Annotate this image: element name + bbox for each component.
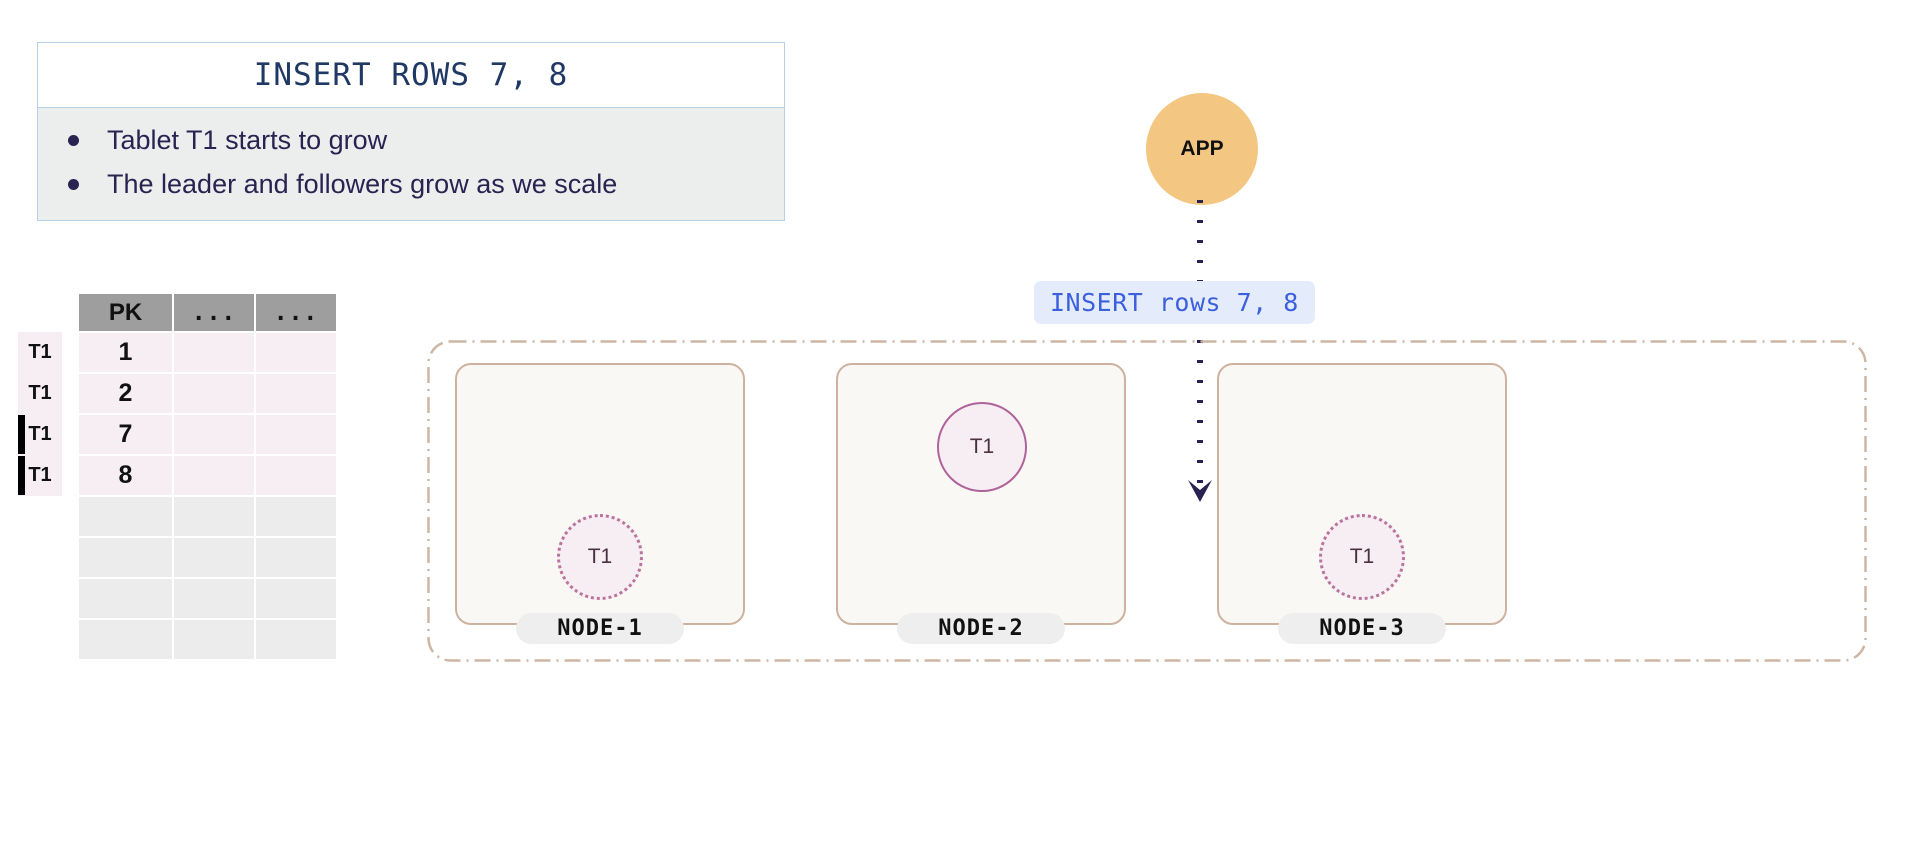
new-row-marker-icon xyxy=(18,456,25,495)
callout-body: Tablet T1 starts to grow The leader and … xyxy=(38,107,784,220)
row-tablet-tag: T1 xyxy=(18,455,62,496)
cluster-boundary xyxy=(427,340,1867,662)
tag-spacer xyxy=(18,578,62,619)
table-row: T1 8 xyxy=(18,455,337,496)
row-tablet-tag: T1 xyxy=(18,414,62,455)
row-tablet-tag-label: T1 xyxy=(28,464,52,486)
bullet-item: The leader and followers grow as we scal… xyxy=(38,162,784,206)
cell-ellipsis-2 xyxy=(255,537,337,578)
row-tablet-tag-label: T1 xyxy=(28,423,52,445)
cell-pk: 1 xyxy=(78,332,173,373)
pk-table: PK ... ... T1 1 T1 2 T1 xyxy=(18,293,337,660)
node-label-2: NODE-2 xyxy=(897,613,1065,644)
cell-ellipsis-1 xyxy=(173,373,255,414)
table-gutter xyxy=(62,537,78,578)
node-label-1: NODE-1 xyxy=(516,613,684,644)
table-gutter xyxy=(62,496,78,537)
row-tablet-tag-label: T1 xyxy=(28,341,52,363)
tablet-label: T1 xyxy=(969,435,995,458)
cell-pk xyxy=(78,578,173,619)
cell-ellipsis-2 xyxy=(255,455,337,496)
table-header-row: PK ... ... xyxy=(18,293,337,332)
bullet-dot-icon xyxy=(68,134,79,146)
cell-ellipsis-2 xyxy=(255,414,337,455)
insert-request-label: INSERT rows 7, 8 xyxy=(1034,281,1315,324)
row-tablet-tag: T1 xyxy=(18,332,62,373)
table-row: T1 2 xyxy=(18,373,337,414)
table-gutter xyxy=(62,373,78,414)
cell-ellipsis-2 xyxy=(255,496,337,537)
bullet-dot-icon xyxy=(68,178,79,190)
cell-ellipsis-1 xyxy=(173,578,255,619)
tag-spacer xyxy=(18,537,62,578)
cell-ellipsis-1 xyxy=(173,332,255,373)
table-row: T1 7 xyxy=(18,414,337,455)
node-label-3: NODE-3 xyxy=(1278,613,1446,644)
app-node[interactable]: APP xyxy=(1146,93,1258,205)
cell-pk: 2 xyxy=(78,373,173,414)
insert-request-arrow xyxy=(1188,200,1212,502)
table-gutter xyxy=(62,619,78,660)
table-row: T1 1 xyxy=(18,332,337,373)
row-tablet-tag-label: T1 xyxy=(28,382,52,404)
tablet-follower-node-3[interactable]: T1 xyxy=(1319,514,1405,600)
tablet-label: T1 xyxy=(587,545,613,568)
callout-box: INSERT ROWS 7, 8 Tablet T1 starts to gro… xyxy=(37,42,785,221)
table-gutter xyxy=(62,414,78,455)
cell-ellipsis-2 xyxy=(255,332,337,373)
column-header-pk: PK xyxy=(78,293,173,332)
cell-pk: 8 xyxy=(78,455,173,496)
tablet-leader-node-2[interactable]: T1 xyxy=(937,402,1027,492)
app-node-label: APP xyxy=(1180,137,1224,160)
tag-spacer xyxy=(18,496,62,537)
cell-ellipsis-1 xyxy=(173,537,255,578)
table-row-empty xyxy=(18,619,337,660)
cell-ellipsis-2 xyxy=(255,578,337,619)
cell-ellipsis-1 xyxy=(173,414,255,455)
tablet-label: T1 xyxy=(1349,545,1375,568)
cell-pk xyxy=(78,619,173,660)
column-header-ellipsis-2: ... xyxy=(255,293,337,332)
table-gutter xyxy=(62,455,78,496)
table-row-empty xyxy=(18,537,337,578)
table-row-empty xyxy=(18,496,337,537)
table-row-empty xyxy=(18,578,337,619)
callout-title: INSERT ROWS 7, 8 xyxy=(38,43,784,107)
cell-pk xyxy=(78,537,173,578)
cell-pk: 7 xyxy=(78,414,173,455)
bullet-text: The leader and followers grow as we scal… xyxy=(107,168,618,199)
column-header-ellipsis-1: ... xyxy=(173,293,255,332)
new-row-marker-icon xyxy=(18,415,25,454)
cell-ellipsis-1 xyxy=(173,619,255,660)
tag-spacer xyxy=(18,293,62,332)
tag-spacer xyxy=(18,619,62,660)
cell-pk xyxy=(78,496,173,537)
cell-ellipsis-1 xyxy=(173,496,255,537)
row-tablet-tag: T1 xyxy=(18,373,62,414)
cell-ellipsis-1 xyxy=(173,455,255,496)
table-gutter xyxy=(62,578,78,619)
table-gutter xyxy=(62,332,78,373)
tablet-follower-node-1[interactable]: T1 xyxy=(557,514,643,600)
cell-ellipsis-2 xyxy=(255,619,337,660)
bullet-item: Tablet T1 starts to grow xyxy=(38,118,784,162)
cell-ellipsis-2 xyxy=(255,373,337,414)
table-gutter xyxy=(62,293,78,332)
bullet-text: Tablet T1 starts to grow xyxy=(107,124,388,155)
